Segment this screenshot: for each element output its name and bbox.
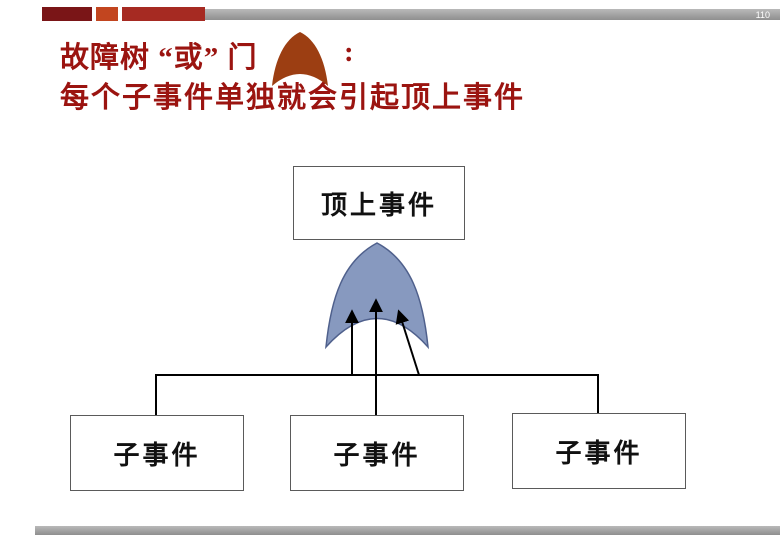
- title-line-2: 每个子事件单独就会引起顶上事件: [60, 82, 526, 114]
- top-bar-block-red: [122, 7, 205, 21]
- page-number: 110: [755, 10, 770, 20]
- or-gate-symbol: [325, 242, 429, 350]
- top-event-label: 顶上事件: [320, 190, 437, 220]
- title-or-gate-shape: [272, 32, 328, 86]
- top-bar-block-orange: [96, 7, 118, 21]
- sub-event-label-2: 子事件: [333, 440, 421, 470]
- title-line-1: 故障树 “或” 门: [60, 42, 258, 74]
- title-colon: :: [344, 36, 354, 68]
- sub-event-label-1: 子事件: [113, 440, 201, 470]
- title-or-gate-icon: [272, 32, 328, 86]
- sub-event-label-3: 子事件: [555, 438, 643, 468]
- arrow-right: [395, 309, 420, 376]
- top-event-box: 顶上事件: [293, 166, 465, 240]
- sub-event-box-2: 子事件: [290, 415, 464, 491]
- sub-event-box-1: 子事件: [70, 415, 244, 491]
- sub-event-box-3: 子事件: [512, 413, 686, 489]
- top-gray-bar: 110: [205, 9, 780, 20]
- bottom-gray-bar: [35, 526, 780, 535]
- top-bar-block-dark-red: [42, 7, 92, 21]
